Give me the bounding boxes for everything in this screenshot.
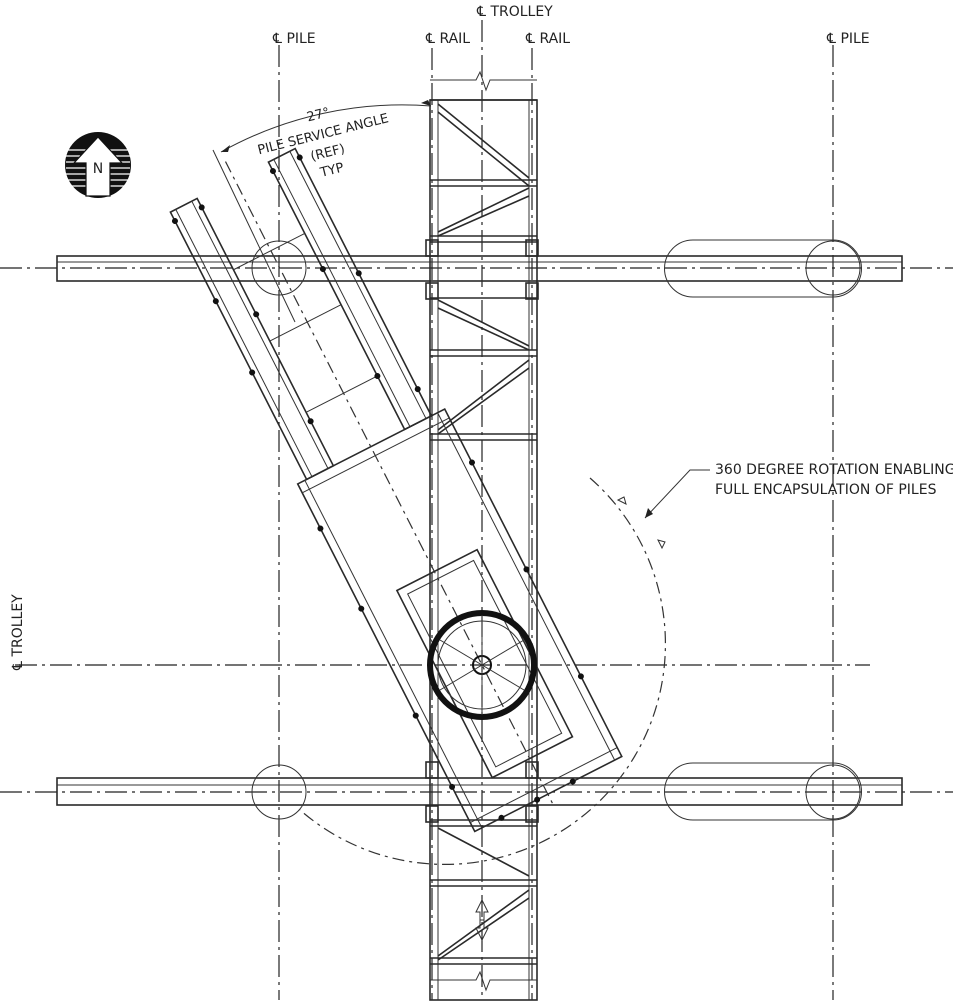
travel-arrow-icon xyxy=(475,898,489,942)
north-arrow-icon xyxy=(65,132,131,198)
rotation-circle xyxy=(299,477,666,865)
rail-right-label: ℄ RAIL xyxy=(525,31,570,47)
lower-beam xyxy=(56,777,903,806)
trolley-side-label: ℄ TROLLEY xyxy=(10,594,26,671)
trolley-top-label: ℄ TROLLEY xyxy=(476,4,553,20)
pile-circles xyxy=(251,239,862,821)
service-angle-label: 27° PILE SERVICE ANGLE (REF) TYP xyxy=(256,105,390,181)
angle-line3-label: TYP xyxy=(318,160,346,181)
rotated-outrigger-assembly xyxy=(169,147,623,833)
break-marks xyxy=(430,70,537,992)
north-label: N xyxy=(93,161,103,177)
pile-left-label: ℄ PILE xyxy=(272,31,316,47)
rail-left-label: ℄ RAIL xyxy=(425,31,470,47)
upper-beam xyxy=(56,255,903,282)
rail-truss xyxy=(425,99,539,1001)
rotation-line1-label: 360 DEGREE ROTATION ENABLING xyxy=(715,462,953,478)
rotation-line2-label: FULL ENCAPSULATION OF PILES xyxy=(715,482,937,498)
pile-right-label: ℄ PILE xyxy=(826,31,870,47)
rotation-leader xyxy=(616,469,710,550)
angle-value-label: 27° xyxy=(305,105,331,125)
centerlines xyxy=(0,20,953,1000)
service-angle-dimension xyxy=(212,100,432,323)
slewing-ring xyxy=(427,610,537,720)
